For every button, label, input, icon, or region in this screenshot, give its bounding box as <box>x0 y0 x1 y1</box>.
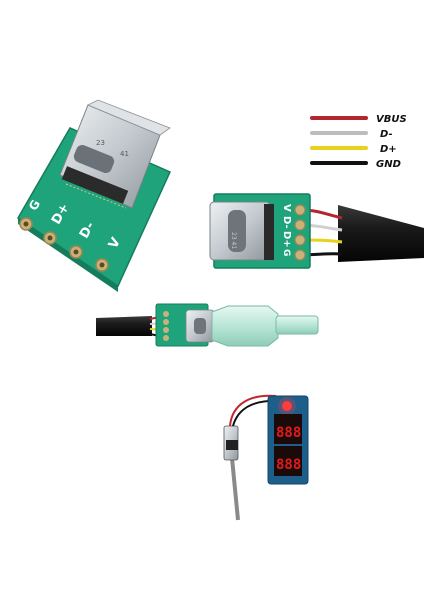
usb-c-breakout-board-wired: 23 41 V D- D+ G <box>209 193 424 269</box>
pin-label-dminus-large: D- <box>77 219 98 241</box>
connector-marking-medium: 23 41 <box>230 232 237 249</box>
display-readout-top: 888 <box>276 425 301 441</box>
display-wire-red <box>229 394 277 427</box>
connector-marking-41: 41 <box>120 150 129 158</box>
pin-label-g-medium: G <box>281 249 291 256</box>
connector-port-medium <box>228 210 246 252</box>
pcb-large-edge <box>18 218 118 292</box>
display-led-glow <box>278 397 296 415</box>
display-usb-connector-body <box>226 440 238 450</box>
connector-port-large <box>73 144 115 174</box>
pads-medium <box>294 204 306 261</box>
pin-row-medium <box>264 204 274 260</box>
cable-small <box>96 316 152 336</box>
usb-c-board-with-plug <box>96 303 319 347</box>
pads-small <box>163 311 169 341</box>
wire-color-legend: VBUS D- D+ GND <box>310 114 407 170</box>
display-panel-top <box>274 414 302 444</box>
connector-marking-23: 23 <box>96 139 105 147</box>
usb-c-plug-housing <box>211 305 279 347</box>
display-cable <box>230 457 240 521</box>
connector-port-small <box>194 318 206 334</box>
connector-top-face <box>87 99 171 136</box>
voltmeter-display-module: 888 888 <box>223 394 309 521</box>
usb-c-breakout-board-large: 23 41 G D+ D- V <box>17 99 171 292</box>
legend-label-dplus: D+ <box>380 144 397 155</box>
pin-label-v-medium: V <box>281 204 292 212</box>
legend-label-vbus: VBUS <box>376 114 407 125</box>
display-panel-bottom <box>274 446 302 476</box>
legend-label-gnd: GND <box>376 159 401 170</box>
display-led <box>282 401 292 411</box>
pads-large <box>19 217 109 272</box>
pin-label-dplus-medium: D+ <box>281 231 292 248</box>
pin-row-large <box>61 166 129 209</box>
cable-medium <box>338 205 424 262</box>
usb-c-plug-strain-relief <box>275 315 319 335</box>
display-readout-bottom: 888 <box>276 457 301 473</box>
legend-label-dminus: D- <box>380 129 393 140</box>
pin-label-dminus-medium: D- <box>281 216 292 229</box>
